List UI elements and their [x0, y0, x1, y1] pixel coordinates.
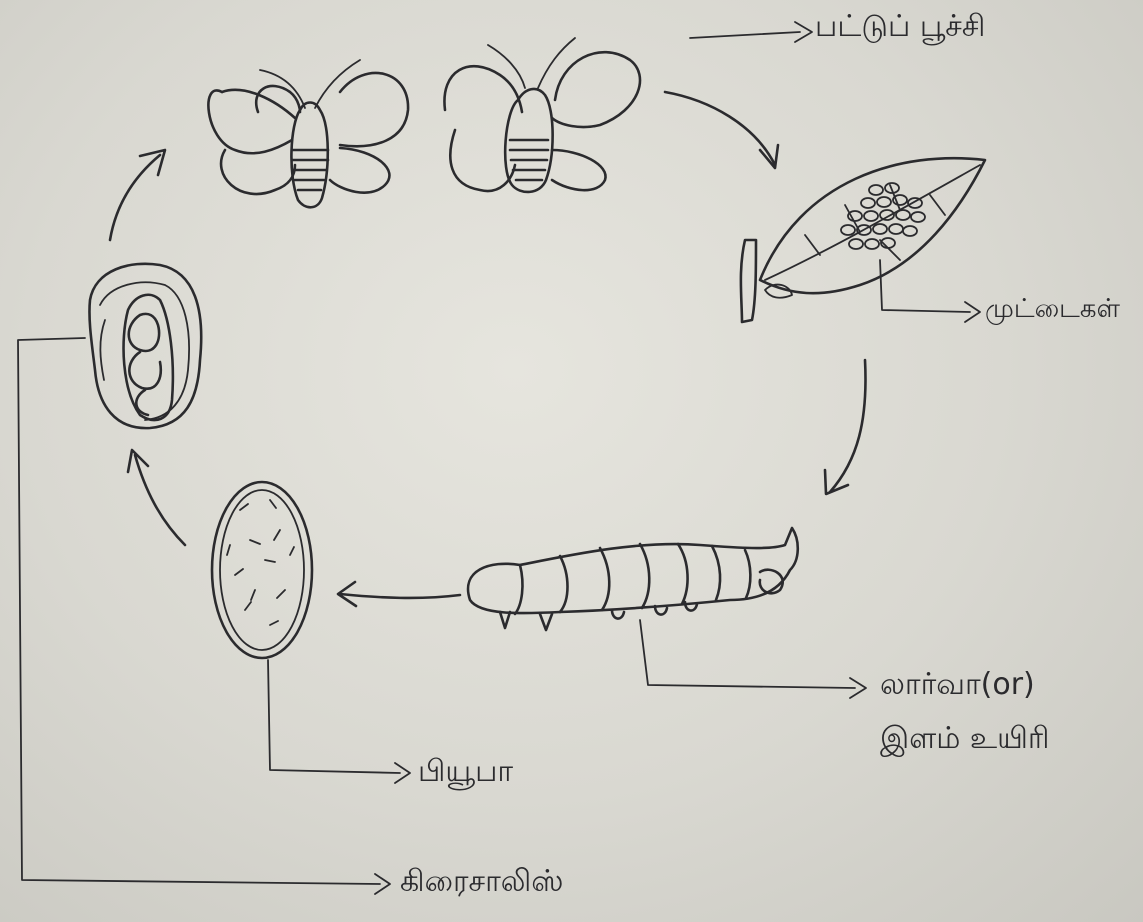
- label-larva-line2: இளம் உயிரி: [880, 722, 1050, 757]
- label-pupa: பியூபா: [418, 755, 513, 790]
- moth-left: [208, 60, 408, 207]
- cycle-arrows: [110, 92, 866, 606]
- chrysalis: [89, 264, 201, 428]
- label-larva-line1: லார்வா(or): [880, 668, 1035, 703]
- pupa-cocoon: [212, 482, 312, 658]
- larva: [468, 528, 798, 630]
- label-chrysalis: கிரைசாலிஸ்: [400, 865, 564, 900]
- label-eggs: முட்டைகள்: [985, 295, 1120, 325]
- eggs-on-leaf: [741, 158, 985, 322]
- moth-right: [444, 38, 640, 192]
- label-adult-silkworm: பட்டுப் பூச்சி: [815, 10, 985, 45]
